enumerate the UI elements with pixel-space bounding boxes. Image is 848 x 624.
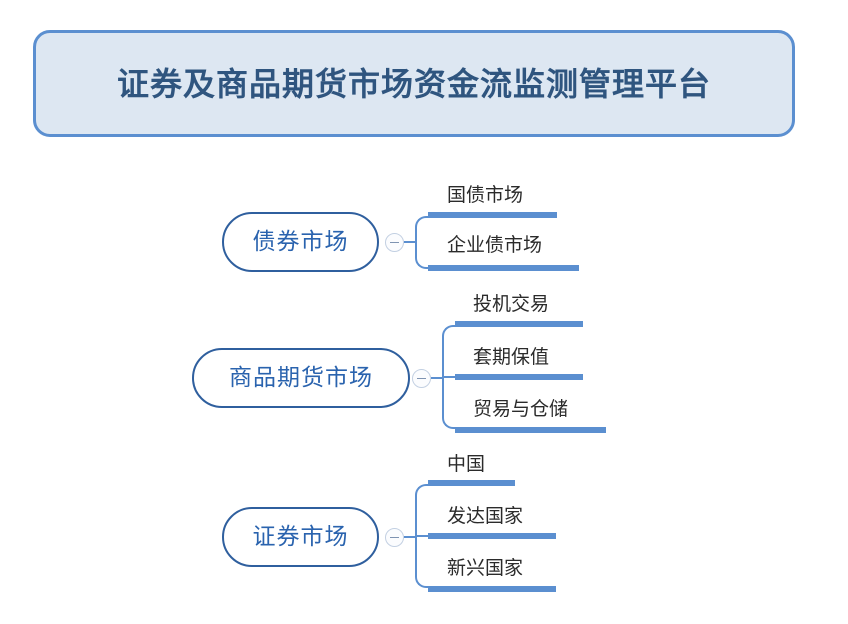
page-title-banner: 证券及商品期货市场资金流监测管理平台 [33,30,795,137]
leaf-label-speculative-trading[interactable]: 投机交易 [473,293,550,315]
leaf-bar [455,374,583,380]
leaf-bar [455,427,606,433]
connector-stub [404,536,416,538]
connector-branch-middle [442,376,460,378]
connector-elbow-up [442,325,456,378]
connector-elbow-up [415,216,429,242]
node-commodity-futures-market[interactable]: 商品期货市场 [192,348,410,408]
collapse-toggle-bond-market[interactable] [385,233,404,252]
connector-branch-middle [415,535,433,537]
connector-stub [404,241,416,243]
connector-elbow-up [415,484,429,537]
connector-elbow-down [442,376,456,429]
collapse-toggle-securities-market[interactable] [385,528,404,547]
minus-icon [389,241,399,243]
leaf-bar [428,212,557,218]
connector-elbow-down [415,240,429,269]
connector-elbow-down [415,535,429,588]
minus-icon [389,536,399,538]
leaf-bar [428,586,556,592]
leaf-label-corporate-bond[interactable]: 企业债市场 [447,234,543,256]
leaf-label-developed-countries[interactable]: 发达国家 [447,505,524,527]
leaf-label-emerging-countries[interactable]: 新兴国家 [447,557,524,579]
node-label: 证券市场 [252,523,349,550]
connector-stub [431,377,443,379]
leaf-label-trade-and-storage[interactable]: 贸易与仓储 [473,398,569,420]
leaf-bar [428,480,515,486]
node-label: 债券市场 [252,228,349,255]
leaf-label-china[interactable]: 中国 [447,453,486,475]
leaf-bar [428,533,556,539]
node-label: 商品期货市场 [229,364,373,391]
leaf-bar [455,321,583,327]
leaf-label-national-bond[interactable]: 国债市场 [447,184,524,206]
leaf-bar [428,265,579,271]
collapse-toggle-commodity-futures-market[interactable] [412,369,431,388]
node-securities-market[interactable]: 证券市场 [222,507,379,567]
page-title: 证券及商品期货市场资金流监测管理平台 [116,64,711,103]
minus-icon [416,377,426,379]
leaf-label-hedging[interactable]: 套期保值 [473,346,550,368]
node-bond-market[interactable]: 债券市场 [222,212,379,272]
